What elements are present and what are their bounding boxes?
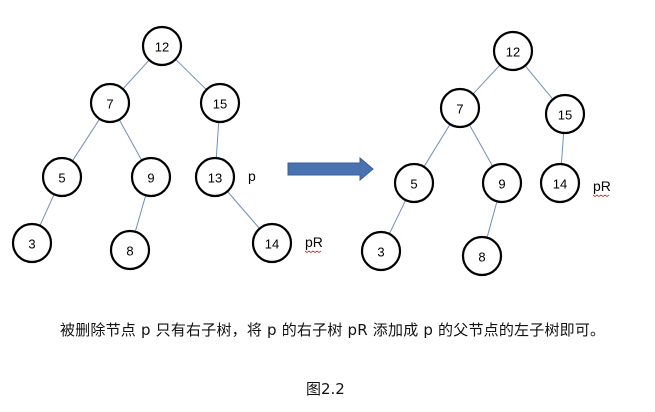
left-node-5: 5 — [41, 156, 83, 198]
left-node-3: 3 — [11, 222, 53, 264]
node-circle — [360, 230, 402, 272]
left-node-13: 13 — [194, 156, 236, 198]
node-label: 8 — [478, 250, 485, 265]
left-edge-12-7 — [122, 59, 150, 90]
node-circle — [539, 162, 581, 204]
right-edge-7-5 — [423, 123, 451, 168]
left-edge-7-5 — [71, 118, 101, 162]
node-label: 14 — [553, 177, 567, 192]
node-circle — [109, 229, 151, 271]
left-tag-pR: pR — [305, 234, 323, 250]
node-circle — [199, 82, 241, 124]
node-circle — [11, 222, 53, 264]
node-label: 9 — [498, 177, 505, 192]
node-circle — [439, 87, 481, 129]
left-edge-13-14 — [227, 191, 260, 229]
right-tag-pR: pR — [593, 178, 611, 194]
explanation-caption: 被删除节点 p 只有右子树，将 p 的右子树 pR 添加成 p 的父节点的左子树… — [60, 321, 606, 339]
node-circle — [141, 25, 183, 67]
node-label: 7 — [456, 102, 463, 117]
pointer-tags: p pR pR — [248, 168, 611, 253]
node-circle — [41, 156, 83, 198]
right-edge-5-3 — [388, 199, 407, 235]
node-circle — [393, 162, 435, 204]
node-label: 13 — [208, 171, 222, 186]
node-circle — [89, 82, 131, 124]
node-label: 14 — [265, 237, 279, 252]
right-edge-7-9 — [468, 124, 494, 167]
left-node-15: 15 — [199, 82, 241, 124]
left-tag-p: p — [248, 168, 256, 184]
right-node-3: 3 — [360, 230, 402, 272]
left-tree-nodes: 12 7 15 5 9 13 3 8 14 — [11, 25, 293, 271]
left-edge-15-13 — [215, 121, 220, 159]
node-label: 15 — [213, 97, 227, 112]
left-edge-12-15 — [175, 58, 207, 91]
node-circle — [194, 156, 236, 198]
node-circle — [461, 235, 503, 277]
left-tree-edges — [39, 58, 260, 232]
right-tree-edges — [388, 64, 565, 238]
right-node-8: 8 — [461, 235, 503, 277]
right-node-7: 7 — [439, 87, 481, 129]
node-label: 3 — [28, 237, 35, 252]
node-circle — [130, 156, 172, 198]
node-label: 12 — [155, 40, 169, 55]
left-node-7: 7 — [89, 82, 131, 124]
node-label: 8 — [126, 244, 133, 259]
node-label: 3 — [377, 245, 384, 260]
right-arrow-icon — [287, 156, 374, 182]
right-node-15: 15 — [544, 93, 586, 135]
right-edge-12-7 — [472, 64, 501, 95]
node-circle — [544, 93, 586, 135]
node-circle — [251, 222, 293, 264]
node-label: 12 — [506, 45, 520, 60]
figure-label: 图2.2 — [306, 380, 345, 398]
left-edge-5-3 — [39, 194, 55, 226]
left-node-14: 14 — [251, 222, 293, 264]
node-circle — [492, 30, 534, 72]
right-node-9: 9 — [481, 162, 523, 204]
node-label: 15 — [558, 108, 572, 123]
right-edge-9-8 — [486, 201, 498, 238]
right-edge-12-15 — [524, 65, 554, 100]
node-label: 7 — [106, 97, 113, 112]
right-node-5: 5 — [393, 162, 435, 204]
node-label: 9 — [147, 171, 154, 186]
left-edge-9-8 — [134, 195, 147, 232]
right-edge-15-14 — [560, 132, 565, 165]
spellcheck-underline — [304, 250, 322, 253]
right-node-12: 12 — [492, 30, 534, 72]
right-tree-nodes: 12 7 15 5 9 14 3 8 — [360, 30, 586, 277]
right-node-14: 14 — [539, 162, 581, 204]
left-node-9: 9 — [130, 156, 172, 198]
spellcheck-underline — [592, 194, 610, 197]
left-node-12: 12 — [141, 25, 183, 67]
node-circle — [481, 162, 523, 204]
left-edge-7-9 — [118, 119, 143, 161]
left-node-8: 8 — [109, 229, 151, 271]
node-label: 5 — [58, 171, 65, 186]
node-label: 5 — [410, 177, 417, 192]
